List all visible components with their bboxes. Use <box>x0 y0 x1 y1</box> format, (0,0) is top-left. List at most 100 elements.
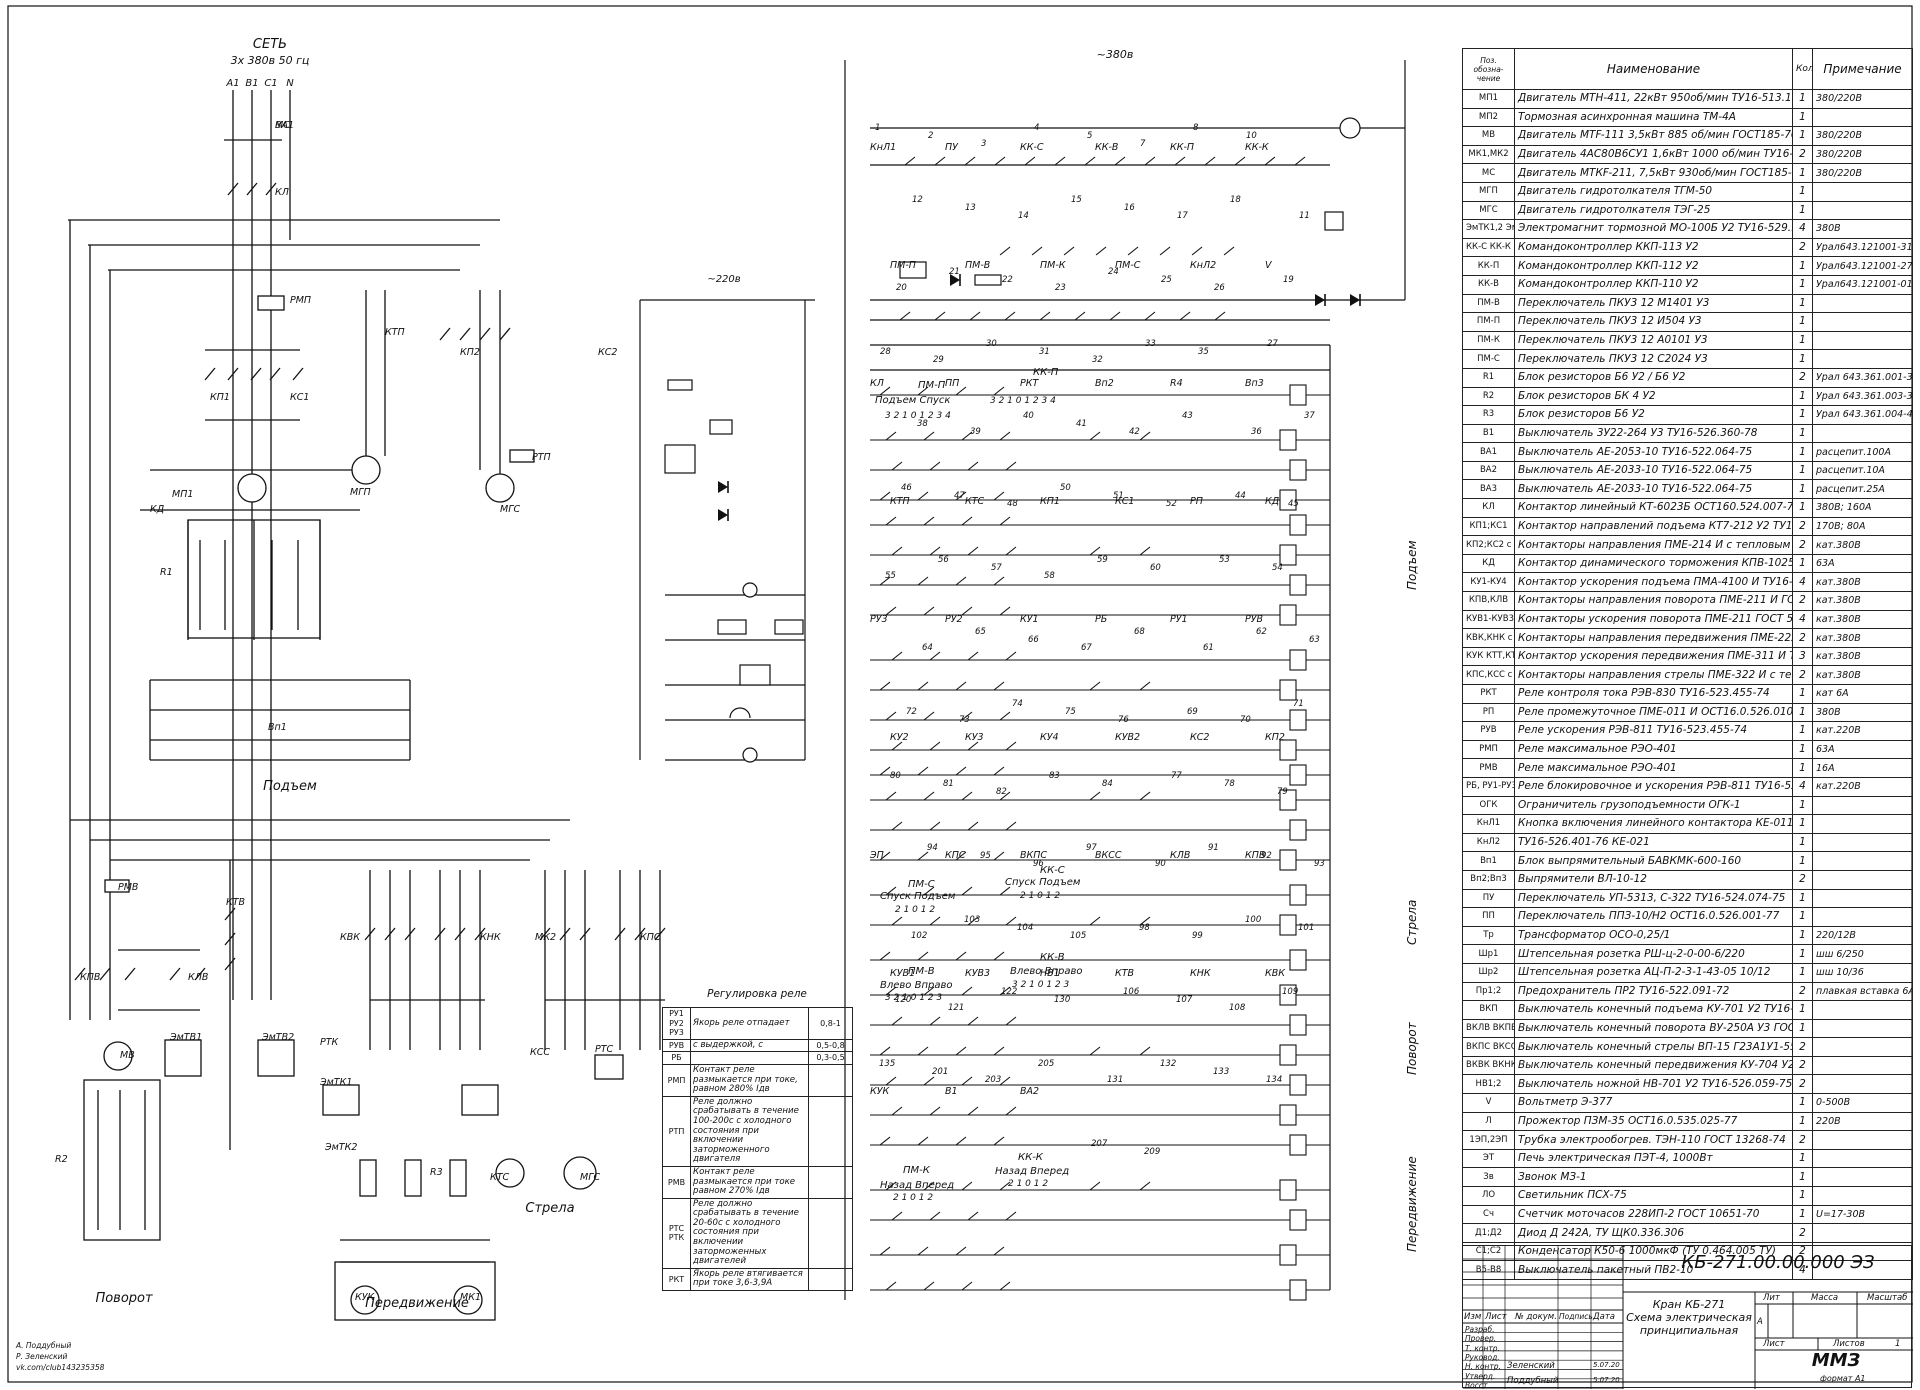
contact <box>891 821 903 831</box>
wire-number: 54 <box>1272 563 1283 573</box>
relay-coil <box>1289 514 1307 536</box>
network-name: СЕТЬ <box>253 37 287 52</box>
wire-number: 73 <box>959 715 970 725</box>
bom-ref: Д1;Д2 <box>1462 1223 1515 1243</box>
wire-number: 48 <box>1007 499 1018 509</box>
wire-number: 43 <box>1182 411 1193 421</box>
side-label-travel: Передвижение <box>1405 1156 1419 1252</box>
relay-coil <box>1289 709 1307 731</box>
component-label-right: РУ1 <box>1170 614 1188 625</box>
relay-text: Реле должно срабатывать в течение 20-60с… <box>690 1197 809 1269</box>
relay-coil <box>1279 1104 1297 1126</box>
component-label-left: R2 <box>55 1154 68 1165</box>
bom-note <box>1812 1000 1913 1020</box>
bom-qty: 1 <box>1792 1167 1813 1188</box>
bom-name: Реле контроля тока РЭВ-830 ТУ16-523.455-… <box>1514 684 1793 704</box>
bom-note: кат.380В <box>1812 572 1913 593</box>
wire-number: 44 <box>1235 491 1246 501</box>
wire-number: 52 <box>1166 499 1177 509</box>
bom-name: Реле максимальное РЭО-401 <box>1514 739 1793 760</box>
relay-text: Якорь реле втягивается при токе 3,6-3,9А <box>690 1267 809 1292</box>
bom-name: Выключатель конечный подъема КУ-701 У2 Т… <box>1514 1000 1793 1020</box>
bom-ref: КУК КТТ,КТС <box>1462 646 1515 667</box>
bom-ref: ОГК <box>1462 795 1515 816</box>
contact <box>955 766 967 776</box>
contact <box>917 386 929 396</box>
relay-text: Якорь реле отпадает <box>690 1007 809 1040</box>
contact <box>885 1281 897 1291</box>
signer-note-3: vk.com/club143235358 <box>16 1363 105 1372</box>
relay-val <box>808 1095 853 1167</box>
wire-number: 42 <box>1129 427 1140 437</box>
title-block: Изм Лист № докум. Подпись Дата Разраб.Пр… <box>1462 1245 1913 1390</box>
component-label-left: РТК <box>320 1037 340 1048</box>
bom-header-ref: Поз. обозна- чение <box>1462 48 1515 90</box>
contact <box>969 311 981 321</box>
contact <box>1024 156 1036 166</box>
contact <box>934 311 946 321</box>
wire-number: 24 <box>1108 267 1119 277</box>
bom-qty: 2 <box>1792 869 1813 890</box>
boom-dir-label-2: Спуск Подъем <box>1005 877 1081 888</box>
contact <box>967 1211 979 1221</box>
bom-note: кат.380В <box>1812 628 1913 648</box>
side-label-slewing: Поворот <box>1405 1022 1419 1075</box>
component-label-left: МГС <box>580 1172 600 1183</box>
bom-note <box>1812 330 1913 351</box>
bom-ref: ВКП <box>1462 1000 1515 1020</box>
bom-name: Печь электрическая ПЭТ-4, 1000Вт <box>1514 1148 1793 1169</box>
bom-ref: КПВ,КЛВ <box>1462 591 1515 611</box>
component-label-right: КУВ2 <box>1115 732 1140 743</box>
contact <box>993 681 1005 691</box>
signer-notes: А. Поддубный Р. Зеленский vk.com/club143… <box>16 1340 104 1373</box>
bom-qty: 4 <box>1792 776 1813 797</box>
bom-qty: 1 <box>1792 163 1813 183</box>
wire-number: 28 <box>880 347 891 357</box>
wire-number: 135 <box>879 1059 895 1069</box>
bom-qty: 1 <box>1792 553 1813 574</box>
component-label-left: КТВ <box>226 897 245 908</box>
bom-qty: 1 <box>1792 1000 1813 1020</box>
bom-name: Тормозная асинхронная машина ТМ-4А <box>1514 107 1793 128</box>
component-label-left: КТП <box>385 327 405 338</box>
component-label-right: НВ1 <box>1040 968 1060 979</box>
component-label-left: Вп1 <box>268 722 287 733</box>
contact <box>891 1016 903 1026</box>
bom-qty: 1 <box>1792 1204 1813 1225</box>
contact <box>929 1106 941 1116</box>
wire-number: 205 <box>1038 1059 1054 1069</box>
bom-note: Урал 643.361.004-40А <box>1812 405 1913 425</box>
component-label-left: ЭмТВ2 <box>261 1032 294 1043</box>
bom-note <box>1812 869 1913 890</box>
signer-note-1: А. Поддубный <box>16 1341 72 1350</box>
bom-note: 63А <box>1812 739 1913 760</box>
component-label-right: РУ3 <box>870 614 888 625</box>
contact <box>904 156 916 166</box>
wire-number: 68 <box>1134 627 1145 637</box>
contact <box>993 1246 1005 1256</box>
contact <box>929 546 941 556</box>
relay-coil <box>1289 459 1307 481</box>
contact <box>923 986 935 996</box>
wire-number: 79 <box>1277 787 1288 797</box>
travel-pm-label: ПМ-К <box>903 1165 931 1176</box>
wire-number: 103 <box>964 915 980 925</box>
slew-pos-label: 3 2 1 0 1 2 3 <box>885 993 943 1003</box>
contact <box>967 821 979 831</box>
contact <box>923 886 935 896</box>
bom-ref: МГС <box>1462 200 1515 221</box>
travel-dir-label-2: Назад Вперед <box>995 1166 1069 1177</box>
bom-name: Двигатель МТF-111 3,5кВт 885 об/мин ГОСТ… <box>1514 126 1793 146</box>
contact <box>929 741 941 751</box>
component-label-right: КД <box>1265 496 1279 507</box>
component-label-right: КУ4 <box>1040 732 1059 743</box>
